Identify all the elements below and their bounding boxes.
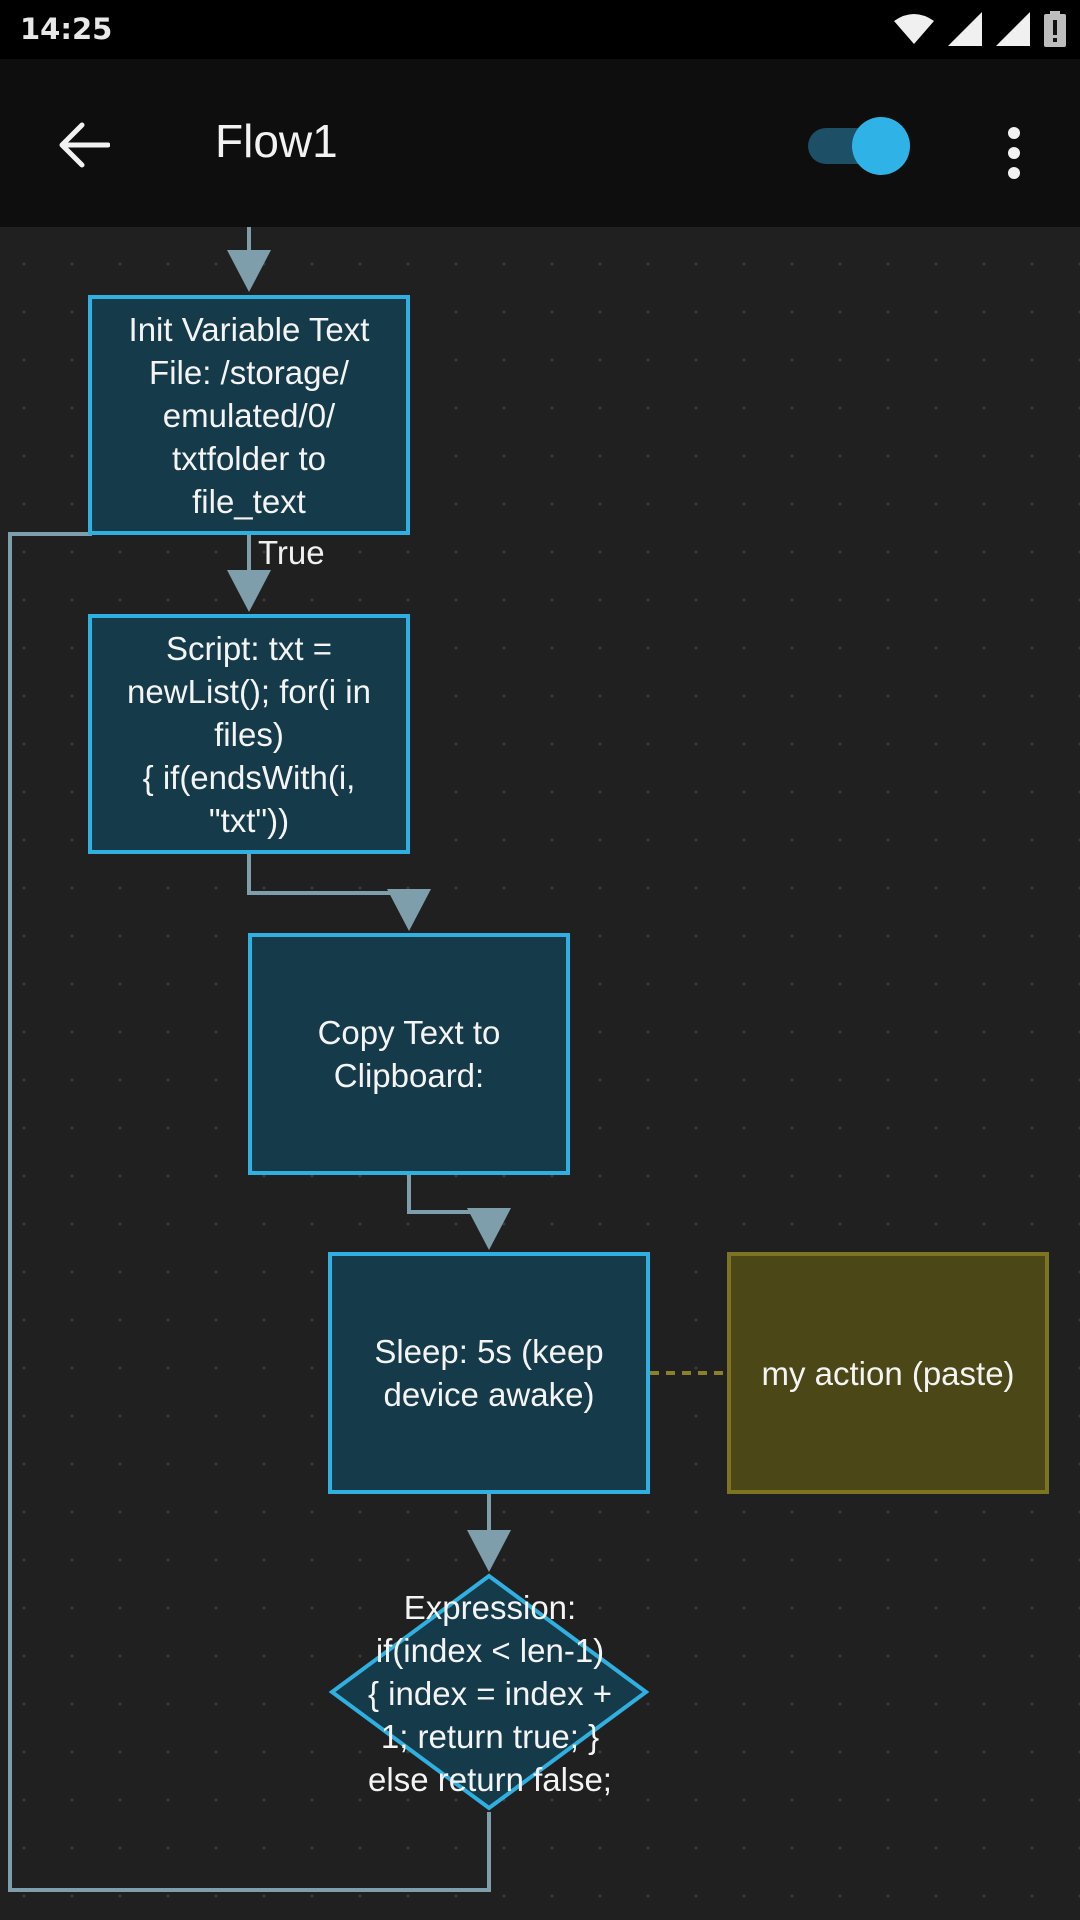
flow-node-script[interactable]: Script: txt = newList(); for(i in files)… — [88, 614, 410, 854]
connector-line-script-copy — [247, 854, 411, 900]
toggle-thumb — [852, 117, 910, 175]
flow-enabled-toggle[interactable] — [808, 117, 910, 175]
node-text: my action (paste) — [761, 1354, 1015, 1392]
status-time: 14:25 — [20, 12, 113, 46]
flow-node-expression[interactable] — [328, 1572, 650, 1812]
connector-arrow-init-script — [227, 570, 271, 612]
flow-node-init-variable[interactable]: Init Variable Text File: /storage/ emula… — [88, 295, 410, 535]
battery-alert-icon — [1044, 11, 1066, 47]
node-text: Sleep: 5s (keep device awake) — [374, 1333, 604, 1413]
connector-arrow-copy-sleep — [467, 1208, 511, 1250]
connector-arrow-entry — [227, 250, 271, 292]
arrow-back-icon — [59, 122, 110, 168]
page-title: Flow1 — [215, 115, 338, 167]
node-text: Init Variable Text File: /storage/ emula… — [128, 310, 370, 520]
flow-node-user-action[interactable]: my action (paste) — [727, 1252, 1049, 1494]
connector-arrow-sleep-expression — [467, 1530, 511, 1572]
overflow-menu-button[interactable] — [990, 117, 1038, 189]
node-text: Copy Text to Clipboard: — [317, 1014, 501, 1094]
back-button[interactable] — [48, 109, 120, 181]
flow-node-sleep[interactable]: Sleep: 5s (keep device awake) — [328, 1252, 650, 1494]
flow-node-copy-text[interactable]: Copy Text to Clipboard: — [248, 933, 570, 1175]
connector-arrow-script-copy — [387, 889, 431, 931]
more-vert-icon — [1008, 127, 1020, 179]
status-icons — [894, 11, 1066, 47]
signal-icon — [948, 12, 982, 46]
signal-icon — [996, 12, 1030, 46]
app-bar: Flow1 — [0, 59, 1080, 227]
connector-line-copy-sleep — [407, 1175, 491, 1220]
expression-diamond — [328, 1573, 650, 1811]
node-text: Script: txt = newList(); for(i in files)… — [127, 629, 371, 839]
connector-label-true: True — [258, 534, 325, 571]
wifi-icon — [894, 14, 934, 44]
status-bar: 14:25 — [0, 0, 1080, 59]
